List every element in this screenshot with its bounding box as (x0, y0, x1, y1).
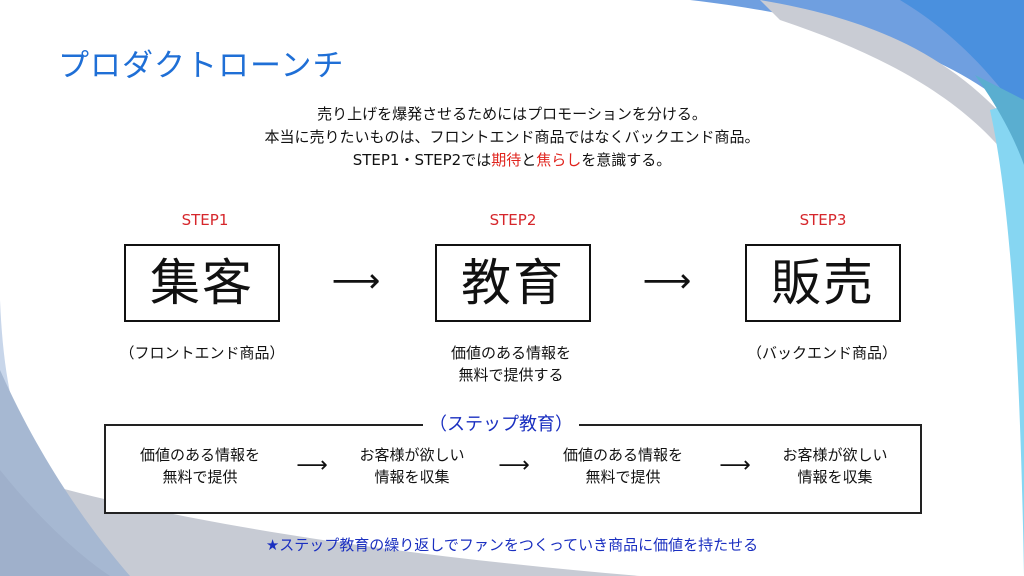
emphasis-expectation: 期待 (491, 151, 522, 169)
step1-label: STEP1 (181, 211, 229, 229)
intro-line-3-suffix: を意識する。 (581, 151, 672, 169)
loop-item-1: 価値のある情報を 無料で提供 (110, 444, 290, 488)
step2-note: 価値のある情報を 無料で提供する (411, 342, 611, 386)
slide-title: プロダクトローンチ (58, 48, 345, 84)
right-edge-cyan (990, 100, 1024, 576)
step1-note: （フロントエンド商品） (102, 342, 302, 364)
loop-item-1-line2: 無料で提供 (162, 468, 238, 486)
loop-item-2-line2: 情報を収集 (374, 468, 450, 486)
footer-note: ★ステップ教育の繰り返しでファンをつくっていき商品に価値を持たせる (265, 536, 759, 554)
loop-item-4-line1: お客様が欲しい (782, 446, 888, 464)
step3-label: STEP3 (799, 211, 847, 229)
step-education-title: （ステップ教育） (423, 410, 579, 436)
intro-line-3-mid: と (521, 151, 537, 169)
step2-note-line1: 価値のある情報を (450, 344, 571, 362)
right-edge-teal (975, 75, 1024, 165)
loop-item-2: お客様が欲しい 情報を収集 (322, 444, 502, 488)
intro-line-3-prefix: STEP1・STEP2では (352, 151, 492, 169)
loop-item-3-line1: 価値のある情報を (562, 446, 683, 464)
step3-note-line1: （バックエンド商品） (746, 344, 897, 362)
intro-text: 売り上げを爆発させるためにはプロモーションを分ける。 本当に売りたいものは、フロ… (150, 103, 874, 172)
intro-line-3: STEP1・STEP2では期待と焦らしを意識する。 (150, 149, 874, 172)
loop-arrow-2-icon: ⟶ (498, 453, 530, 478)
loop-item-1-line1: 価値のある情報を (139, 446, 260, 464)
loop-item-4: お客様が欲しい 情報を収集 (745, 444, 925, 488)
top-right-swoosh-blue (900, 0, 1024, 120)
intro-line-2: 本当に売りたいものは、フロントエンド商品ではなくバックエンド商品。 (264, 128, 760, 146)
step2-box: 教育 (435, 244, 591, 322)
loop-arrow-1-icon: ⟶ (296, 453, 328, 478)
step2-label: STEP2 (489, 211, 537, 229)
step-education-box (104, 424, 922, 514)
step3-box: 販売 (745, 244, 901, 322)
emphasis-teasing: 焦らし (536, 151, 582, 169)
loop-arrow-3-icon: ⟶ (719, 453, 751, 478)
step-arrow-1-icon: ⟶ (331, 261, 381, 301)
step1-note-line1: （フロントエンド商品） (119, 344, 285, 362)
top-right-swoosh-gray (760, 0, 1024, 180)
step-arrow-2-icon: ⟶ (642, 261, 692, 301)
bottom-left-swoosh-gray (0, 470, 640, 576)
loop-item-4-line2: 情報を収集 (797, 468, 873, 486)
step2-note-line2: 無料で提供する (458, 366, 564, 384)
step3-note: （バックエンド商品） (722, 342, 922, 364)
loop-item-2-line1: お客様が欲しい (359, 446, 465, 464)
step1-box: 集客 (124, 244, 280, 322)
loop-item-3: 価値のある情報を 無料で提供 (533, 444, 713, 488)
top-right-swoosh-light (690, 0, 1024, 120)
bottom-left-swoosh-dark (0, 470, 110, 576)
intro-line-1: 売り上げを爆発させるためにはプロモーションを分ける。 (317, 105, 707, 123)
loop-item-3-line2: 無料で提供 (585, 468, 661, 486)
